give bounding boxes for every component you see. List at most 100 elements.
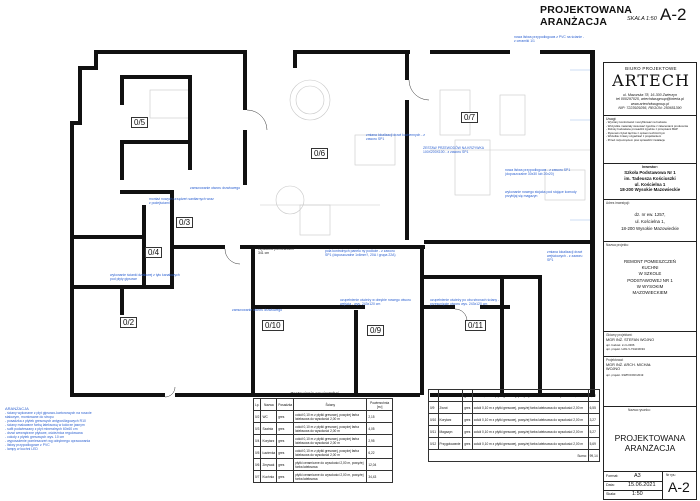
plan-note: wykonanie nowego stojaka pod stojące kom… bbox=[505, 190, 577, 198]
project-section: Nazwa projektu: REMONT POMIESZCZEŃ KUCHN… bbox=[604, 241, 696, 295]
company-logo: BIURO PROJEKTOWE ARTECH bbox=[608, 66, 694, 90]
sheet-label: Nr rys.: bbox=[666, 473, 677, 477]
project-label: Nazwa projektu: bbox=[606, 243, 629, 247]
format-value: A3 bbox=[634, 473, 641, 479]
investor-section: Inwestor: Szkoła Podstawowa Nr 1 im. Tad… bbox=[604, 163, 696, 192]
info-grid: Format: A3 Data: 15.06.2021 Skala: 1:50 … bbox=[604, 471, 696, 500]
drawing-name-line: PROJEKTOWANA bbox=[614, 433, 686, 443]
plan-note: zmiana lokalizacji drzwi wejściowych - z… bbox=[547, 250, 583, 262]
scale-value: 1:50 bbox=[632, 491, 643, 497]
sheet-number: A-2 bbox=[660, 5, 687, 24]
company-small: BIURO PROJEKTOWE bbox=[625, 66, 677, 71]
title-block: BIURO PROJEKTOWE ARTECH ul. Mazurska 78,… bbox=[603, 62, 697, 500]
legend-line: - ściany wykonane z płyt gipsowo-kartono… bbox=[5, 411, 92, 415]
investor-label: Inwestor: bbox=[642, 165, 658, 169]
legend-line: - sufit podwieszany z płyt mineralnych 6… bbox=[5, 427, 78, 431]
address-line: 18-200 Wysokie Mazowieckie bbox=[621, 226, 679, 231]
investor-line: im. Tadeusza Kościuszki bbox=[624, 175, 676, 181]
drawing-name-line: ARANŻACJA bbox=[624, 443, 676, 453]
total-label: Suma: bbox=[428, 449, 589, 462]
schedule-title: Zestawienie powierzchni bbox=[290, 391, 340, 396]
company-name: ARTECH bbox=[612, 71, 690, 90]
column-header: Ściany bbox=[293, 398, 368, 411]
plan-note: uzupełnienie ościeży po obu stronach ści… bbox=[430, 298, 500, 306]
drawing-name-section: Nazwa rysunku: PROJEKTOWANA ARANŻACJA bbox=[604, 406, 696, 453]
drafter-label: Projektował: bbox=[606, 358, 624, 362]
room-label: 0/11 bbox=[465, 320, 486, 331]
column-header: Powierzchnia [m²] bbox=[366, 398, 393, 411]
designer-permit: upr. budowl. 2-zn-0306 bbox=[606, 343, 635, 347]
legend-line: - wyposażenie pomieszczeń wg odrębnego o… bbox=[5, 439, 91, 443]
date-label: Data: bbox=[606, 483, 615, 487]
project-line: KUCHNI bbox=[641, 265, 659, 271]
plan-note: wykonanie ścianki działowej z tyłu kanał… bbox=[110, 273, 180, 281]
investor-line: Szkoła Podstawowa Nr 1 bbox=[624, 170, 676, 175]
plan-note: nowa listwa przypodłogowa - z zaworu SP1… bbox=[505, 168, 571, 176]
column-header: Lp. bbox=[252, 398, 262, 411]
plan-note: nowa listwa przypodłogowa z PVC na ścian… bbox=[514, 35, 585, 43]
project-line: REMONT POMIESZCZEŃ bbox=[624, 259, 676, 264]
plan-note: zmiana lokalizacji drzwi kuchennych - z … bbox=[366, 133, 425, 141]
column-header: Nazwa bbox=[260, 398, 278, 411]
total-value: 99,14 bbox=[587, 449, 601, 462]
format-label: Format: bbox=[606, 474, 619, 478]
address-line: dz. nr ew. 1257, bbox=[634, 212, 666, 217]
legend-line: - drzwi wewnętrzne płytowe, ościeżnica r… bbox=[5, 431, 83, 435]
designer-section: Główny projektant: MGR INŻ. STEFAN WOJNO… bbox=[604, 331, 696, 351]
drawing-label: Nazwa rysunku: bbox=[628, 408, 651, 412]
company-details: ul. Mazurska 78, 16-300 Zwierzyn tel 000… bbox=[616, 93, 684, 110]
room-label: 0/7 bbox=[461, 112, 479, 123]
legend-line: - listwy przypodłogowe z PVC bbox=[5, 443, 50, 447]
address-line: ul. Kościelna 1, bbox=[635, 219, 665, 224]
plan-note: zamurowanie otworu drzwiowego bbox=[232, 308, 283, 312]
legend-line: - ściany malowane farbą lateksową w kolo… bbox=[5, 423, 85, 427]
plan-note: pola kontrolnych panelu ny podłoże - z z… bbox=[325, 249, 396, 257]
room-label: 0/3 bbox=[176, 217, 194, 228]
designer-registration: upr. projekt. UAN-V-7342/30/94 bbox=[606, 347, 645, 351]
room-label: 0/10 bbox=[262, 320, 284, 331]
plan-note: Wysokość pomieszczeń ~ 341 cm bbox=[258, 247, 298, 255]
table-header-row: Lp. Nazwa Posadzka Ściany Powierzchnia [… bbox=[252, 398, 393, 411]
room-label: 0/2 bbox=[120, 317, 138, 328]
drawing-scale: SKALA 1:50 bbox=[627, 16, 657, 22]
plan-note: zamurowanie otworu drzwiowego bbox=[190, 186, 241, 190]
plan-note: ZESTAW PRZEWODÓW NA KRZYWKA 100X200X100 … bbox=[423, 146, 484, 154]
plan-note: montaż nowych urządzeń sanitarnych wraz … bbox=[149, 197, 214, 205]
project-line: W SZKOLE bbox=[638, 271, 662, 277]
room-label: 0/5 bbox=[131, 117, 149, 128]
designer-label: Główny projektant: bbox=[606, 333, 633, 337]
legend-heading: ARANŻACJA bbox=[5, 406, 29, 411]
investor-line: ul. Kościelna 1 bbox=[634, 181, 666, 187]
investor-line: 18-200 Wysokie Mazowieckie bbox=[619, 187, 681, 193]
plan-note: uzupełnienie ościeży w obrębie nowego ot… bbox=[340, 298, 411, 306]
address-label: Adres inwestycji: bbox=[606, 201, 630, 205]
legend-line: - posadzka z płytek gresowych antypośliz… bbox=[5, 419, 86, 423]
date-value: 15.06.2021 bbox=[628, 482, 656, 488]
room-label: 0/9 bbox=[367, 325, 385, 336]
remarks-section: Uwagi: - Wymiary kontrolować i weryfikow… bbox=[604, 115, 696, 142]
sheet-value: A-2 bbox=[668, 479, 690, 495]
legend-line: - lampy w kuchni LED bbox=[5, 447, 38, 451]
column-header: Posadzka bbox=[276, 398, 295, 411]
legend-notes: ARANŻACJA - ściany wykonane z płyt gipso… bbox=[5, 406, 145, 452]
project-line: MAZOWIECKIEM bbox=[632, 290, 668, 296]
legend-line: - cokoły z płytek gresowych wys. 10 cm bbox=[5, 435, 65, 439]
legend-line: stalowym, montowane do stropu bbox=[5, 415, 54, 419]
table-total-row: Suma: 99,14 bbox=[428, 449, 601, 462]
room-label: 0/6 bbox=[311, 148, 329, 159]
drafter-section: Projektował: MGR INŻ. ARCH. MICHAŁ WOJNO… bbox=[604, 356, 696, 377]
designer-name: MGR INŻ. STEFAN WOJNO bbox=[606, 338, 655, 342]
